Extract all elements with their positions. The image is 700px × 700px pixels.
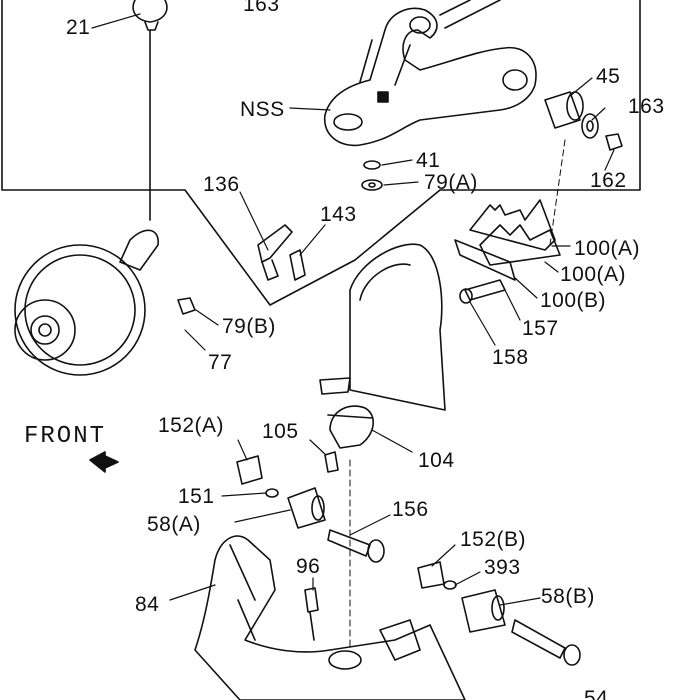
- front-label: FRONT: [24, 423, 107, 450]
- callout-100a-2: 100(A): [560, 263, 627, 286]
- lower-control-arm: [194, 535, 466, 700]
- bushing-58a: [236, 455, 385, 563]
- callout-105: 105: [262, 420, 299, 443]
- axis-lines: [349, 139, 566, 651]
- washers-41-79a: [361, 160, 383, 191]
- callout-84: 84: [135, 593, 160, 616]
- brake-hub: [14, 229, 159, 376]
- callout-41: 41: [416, 149, 441, 172]
- stopper-104: [324, 405, 374, 473]
- callout-58a: 58(A): [147, 513, 201, 536]
- callout-104: 104: [418, 449, 455, 472]
- callout-79b: 79(B): [222, 315, 276, 338]
- callout-158: 158: [492, 346, 529, 369]
- bushing-45: [544, 91, 623, 151]
- callout-157: 157: [522, 317, 559, 340]
- callout-100a-1: 100(A): [574, 237, 641, 260]
- callout-21: 21: [66, 16, 91, 39]
- callout-162: 162: [590, 169, 627, 192]
- shims-100: [454, 199, 561, 304]
- callout-nss: NSS: [240, 98, 285, 121]
- callout-54: 54: [584, 687, 609, 700]
- callout-152b: 152(B): [460, 528, 527, 551]
- nut-79b: [177, 297, 196, 315]
- callout-156: 156: [392, 498, 429, 521]
- callout-100b: 100(B): [540, 289, 607, 312]
- callout-45: 45: [596, 65, 621, 88]
- assembly-boundary: [1, 0, 641, 306]
- callout-393: 393: [484, 556, 521, 579]
- callout-151: 151: [178, 485, 215, 508]
- callout-163: 163: [628, 95, 665, 118]
- callout-79a: 79(A): [424, 171, 478, 194]
- callout-77: 77: [208, 351, 233, 374]
- callout-143: 143: [320, 203, 357, 226]
- callout-58b: 58(B): [541, 585, 595, 608]
- callout-96: 96: [296, 555, 321, 578]
- callout-136: 136: [203, 173, 240, 196]
- callout-163-top: 163: [243, 0, 280, 16]
- leader-lines: [91, 13, 615, 606]
- ball-joint-21: [132, 0, 168, 221]
- front-arrow: [89, 451, 119, 473]
- upper-control-arm: [324, 0, 537, 147]
- bracket-136: [257, 224, 306, 281]
- bolt-96: [304, 587, 319, 641]
- callout-152a: 152(A): [158, 414, 225, 437]
- dust-shield: [319, 243, 446, 411]
